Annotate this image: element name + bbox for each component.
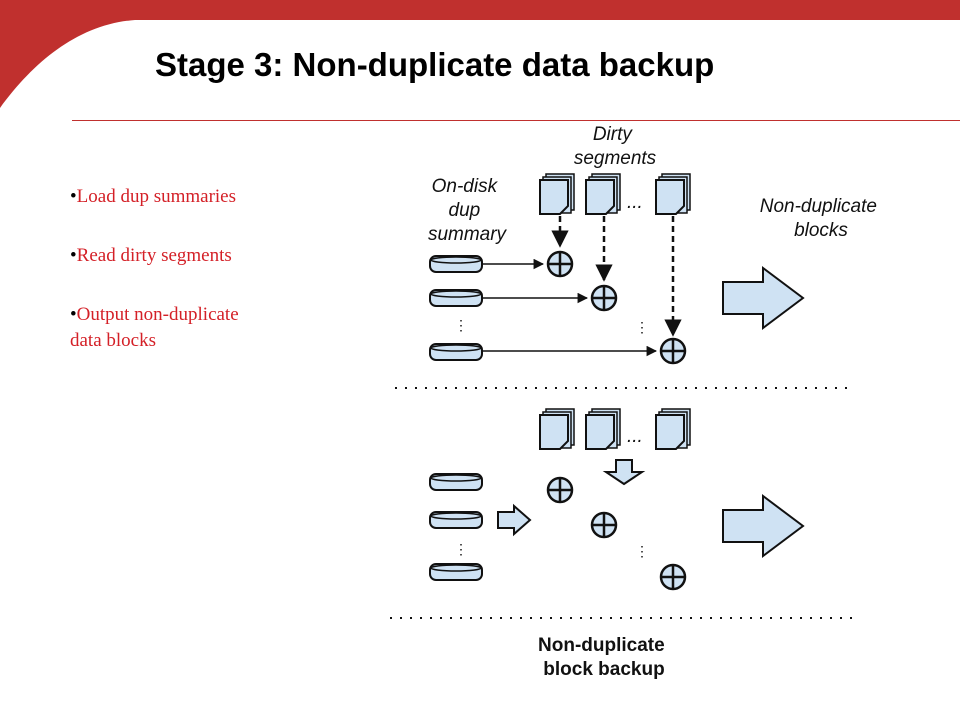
dirty-segment-icon [585,173,621,215]
xor-ellipsis: ⋮ [635,319,649,335]
dup-summary-icon [429,255,483,273]
slide-title: Stage 3: Non-duplicate data backup [155,46,715,83]
header-swoosh [0,0,960,108]
dirty-segment-icon [539,173,575,215]
bullet-dot: • [70,304,77,325]
backup-diagram: Dirty segments On-disk dup summary Non-d… [390,124,880,680]
bullet-continuation: data blocks [70,330,157,351]
xor-icon [659,337,687,365]
on-disk-summary-label: On-disk dup summary [428,176,508,245]
segment-ellipsis: ... [627,426,643,447]
bullet-item: •Read dirty segments [70,243,310,269]
xor-icon [590,511,618,539]
bullet-dot: • [70,186,77,207]
summary-ellipsis: ⋮ [454,317,468,333]
feed-arrow-icon [497,503,532,537]
output-arrow-icon [722,267,804,329]
xor-icon [546,476,574,504]
dup-summary-icon [429,343,483,361]
dirty-segment-icon [585,408,621,450]
diagram-caption: Non-duplicate block backup [538,635,670,680]
segment-ellipsis: ... [627,192,643,213]
dirty-segment-icon [655,408,691,450]
header-band [0,0,960,108]
non-duplicate-blocks-label: Non-duplicate blocks [760,196,880,241]
load-arrow-icon [602,459,646,486]
dirty-segments-label: Dirty segments [574,124,657,169]
bullet-item: •Load dup summaries [70,184,310,210]
dup-summary-icon [429,473,483,491]
bullet-dot: • [70,245,77,266]
xor-icon [590,284,618,312]
dirty-segment-icon [655,173,691,215]
dirty-segment-icon [539,408,575,450]
bullet-list: •Load dup summaries •Read dirty segments… [70,184,310,387]
output-arrow-icon [722,495,804,557]
xor-ellipsis: ⋮ [635,543,649,559]
dup-summary-icon [429,511,483,529]
title-divider [72,120,960,121]
xor-icon [546,250,574,278]
bullet-item: •Output non-duplicate data blocks [70,302,310,354]
dup-summary-icon [429,563,483,581]
bullet-text: Output non-duplicate [76,304,239,325]
bullet-text: Load dup summaries [76,186,237,207]
xor-icon [659,563,687,591]
summary-ellipsis: ⋮ [454,541,468,557]
dup-summary-icon [429,289,483,307]
bullet-text: Read dirty segments [76,245,232,266]
